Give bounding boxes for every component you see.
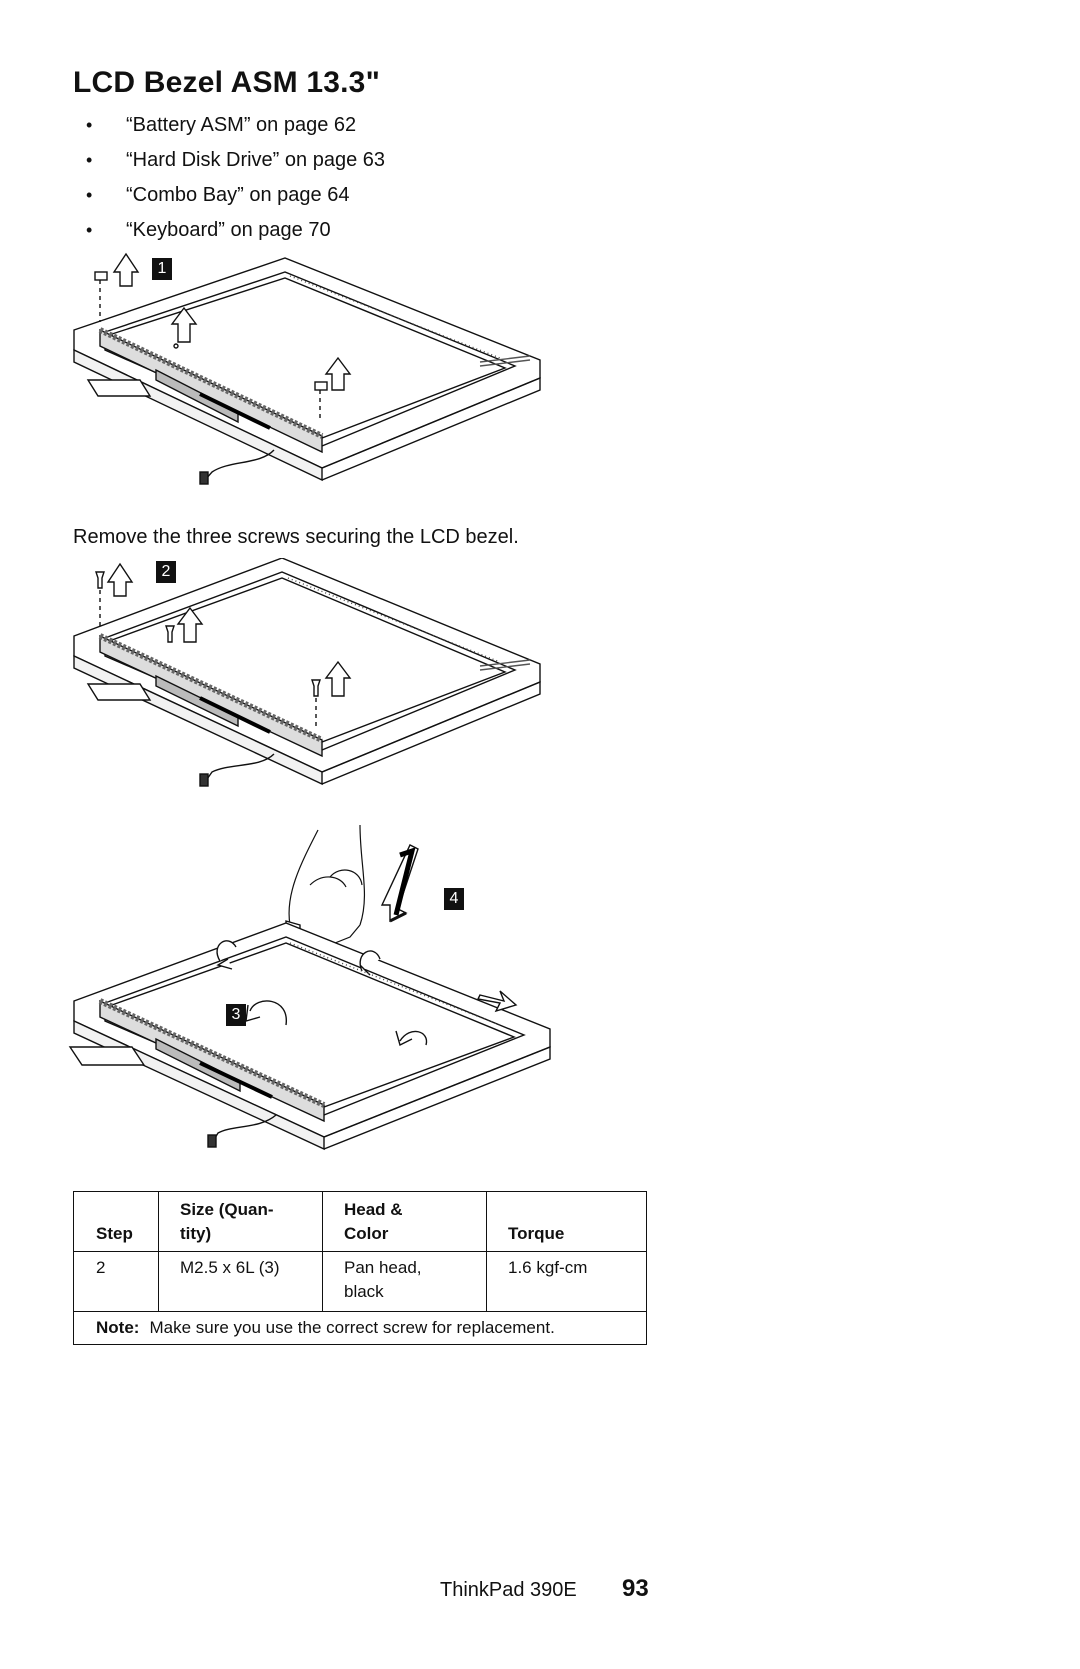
list-item-text: “Hard Disk Drive” on page 63 xyxy=(126,149,385,171)
bezel-illustration-step-2 xyxy=(73,558,541,787)
header-step: Step xyxy=(96,1224,133,1243)
callout-4: 4 xyxy=(444,888,464,910)
page-title: LCD Bezel ASM 13.3" xyxy=(73,66,380,99)
bezel-illustration-step-1 xyxy=(73,252,541,485)
header-size-line2: tity) xyxy=(180,1224,212,1243)
header-torque: Torque xyxy=(508,1224,565,1243)
header-size-line1: Size (Quan- xyxy=(180,1200,274,1219)
list-item-text: “Combo Bay” on page 64 xyxy=(126,184,350,206)
cell-torque: 1.6 kgf-cm xyxy=(508,1258,588,1277)
table-header-row xyxy=(74,1192,646,1252)
list-item: • “Hard Disk Drive” on page 63 xyxy=(86,143,385,178)
list-item: • “Combo Bay” on page 64 xyxy=(86,178,385,213)
screw-spec-table: Step Size (Quan- tity) Head & Color Torq… xyxy=(73,1191,647,1345)
column-divider xyxy=(486,1192,487,1311)
bullet-icon: • xyxy=(86,150,93,170)
bezel-illustration-steps-3-4 xyxy=(68,825,551,1151)
callout-2: 2 xyxy=(156,561,176,583)
note-label: Note: xyxy=(96,1318,140,1337)
footer-product-name: ThinkPad 390E xyxy=(440,1579,577,1601)
callout-1: 1 xyxy=(152,258,172,280)
page-number: 93 xyxy=(622,1575,649,1602)
column-divider xyxy=(158,1192,159,1311)
table-row xyxy=(74,1251,646,1312)
cell-step: 2 xyxy=(96,1258,106,1277)
callout-3: 3 xyxy=(226,1004,246,1026)
cell-head-line1: Pan head, xyxy=(344,1258,422,1277)
column-divider xyxy=(322,1192,323,1311)
bullet-icon: • xyxy=(86,115,93,135)
header-head-line2: Color xyxy=(344,1224,389,1243)
step-caption: Remove the three screws securing the LCD… xyxy=(73,526,519,548)
cell-size: M2.5 x 6L (3) xyxy=(180,1258,280,1277)
list-item: • “Battery ASM” on page 62 xyxy=(86,108,385,143)
list-item-text: “Battery ASM” on page 62 xyxy=(126,114,357,136)
header-head-line1: Head & xyxy=(344,1200,403,1219)
prerequisite-list: • “Battery ASM” on page 62 • “Hard Disk Dr… xyxy=(86,108,385,248)
bullet-icon: • xyxy=(86,185,93,205)
note-text: Make sure you use the correct screw for … xyxy=(149,1318,555,1337)
list-item-text: “Keyboard” on page 70 xyxy=(126,219,331,241)
cell-head-line2: black xyxy=(344,1282,384,1301)
list-item: • “Keyboard” on page 70 xyxy=(86,213,385,248)
table-note: Note: Make sure you use the correct screw… xyxy=(96,1318,555,1338)
bullet-icon: • xyxy=(86,220,93,240)
